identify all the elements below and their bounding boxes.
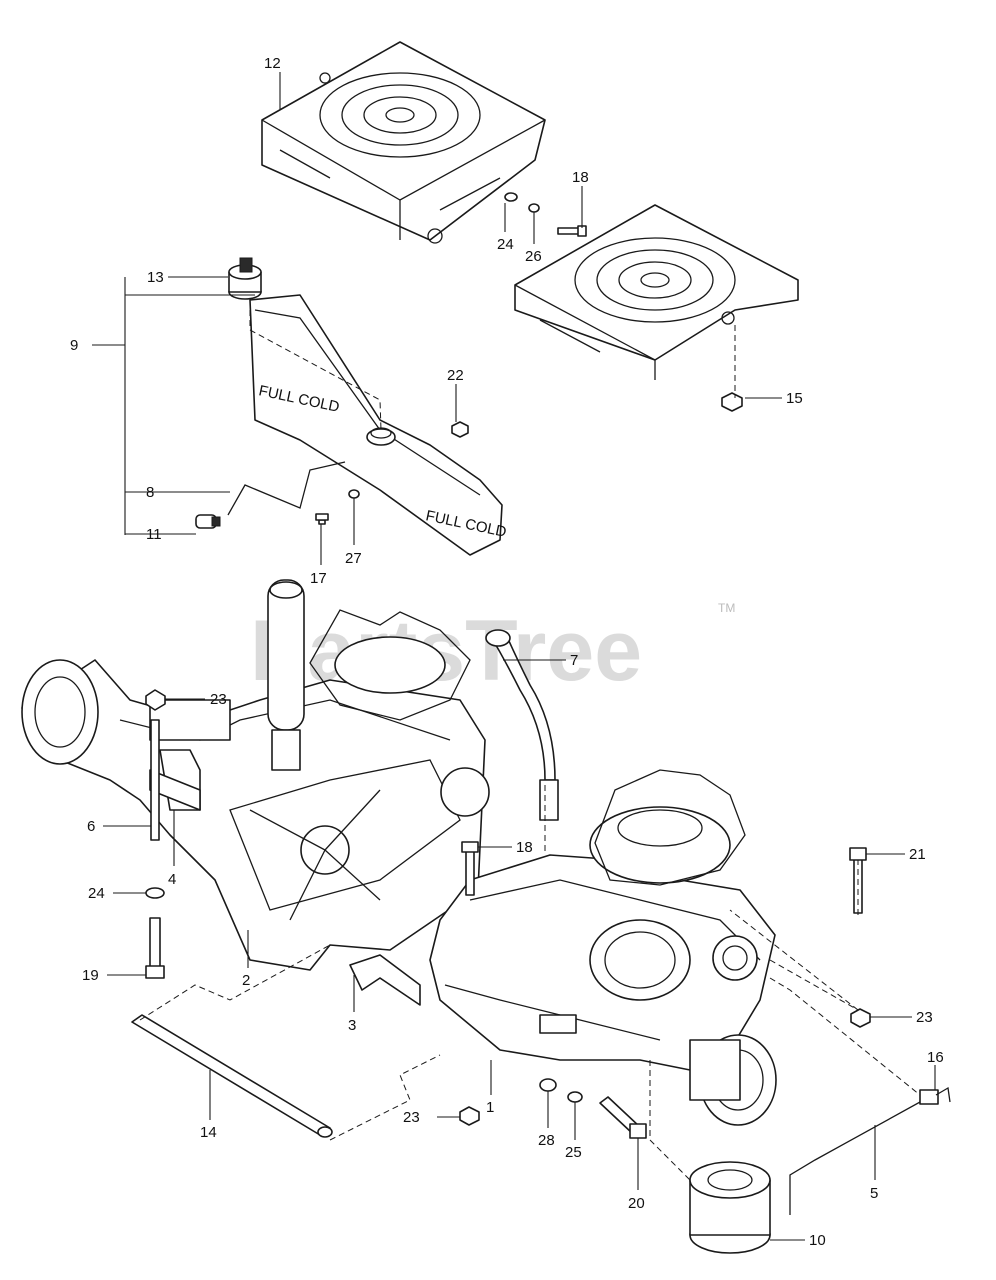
callout-24-top: 24	[497, 236, 514, 253]
callout-16: 16	[927, 1049, 944, 1066]
right-fasteners	[459, 841, 871, 1139]
callout-leaders	[92, 72, 936, 1241]
expansion-tank: FULL COLD FULL COLD	[249, 294, 508, 556]
guard-hardware	[504, 192, 743, 412]
callout-14: 14	[200, 1124, 217, 1141]
callout-13: 13	[147, 269, 164, 286]
callout-23-left: 23	[210, 691, 227, 708]
callout-12: 12	[264, 55, 281, 72]
callout-22: 22	[447, 367, 464, 384]
callout-24-left: 24	[88, 885, 105, 902]
callout-20: 20	[628, 1195, 645, 1212]
fan-guard-upper	[261, 41, 546, 244]
control-rod	[131, 1014, 333, 1138]
callout-3: 3	[348, 1017, 356, 1034]
callout-25: 25	[565, 1144, 582, 1161]
callout-28: 28	[538, 1132, 555, 1149]
watermark-trademark: TM	[718, 601, 735, 615]
callout-26: 26	[525, 248, 542, 265]
callout-17: 17	[310, 570, 327, 587]
callout-1: 1	[486, 1099, 494, 1116]
callout-6: 6	[87, 818, 95, 835]
callout-numbers: 12 13 9 8 11 22 15 18 24 26 17 27 7 23 6…	[70, 55, 944, 1249]
callout-27: 27	[345, 550, 362, 567]
callout-10: 10	[809, 1232, 826, 1249]
fan-guard-lower	[514, 204, 799, 380]
transmission-right	[429, 769, 777, 1126]
watermark-text: PartsTree	[250, 603, 642, 699]
partstree-watermark: PartsTree TM	[250, 601, 735, 699]
linkage-rod	[789, 1086, 951, 1215]
mounting-bracket-left	[149, 769, 201, 811]
callout-15: 15	[786, 390, 803, 407]
callout-2: 2	[242, 972, 250, 989]
mounting-bracket-right	[349, 954, 421, 1006]
callout-18-mid: 18	[516, 839, 533, 856]
reservoir-cap	[228, 257, 262, 300]
callout-23-bottom: 23	[403, 1109, 420, 1126]
callout-18-top: 18	[572, 169, 589, 186]
callout-23-right: 23	[916, 1009, 933, 1026]
callout-11: 11	[146, 526, 162, 543]
callout-5: 5	[870, 1185, 878, 1202]
oil-filter	[689, 1161, 771, 1254]
callout-21: 21	[909, 846, 926, 863]
callout-7: 7	[570, 652, 578, 669]
callout-19: 19	[82, 967, 99, 984]
callout-8: 8	[146, 484, 154, 501]
callout-4: 4	[168, 871, 176, 888]
callout-9: 9	[70, 337, 78, 354]
tank-hose-and-hardware	[195, 421, 469, 529]
assembly-dashed-lines	[139, 310, 921, 1181]
